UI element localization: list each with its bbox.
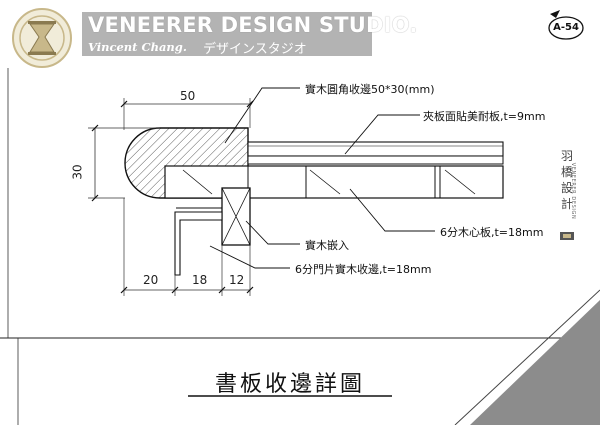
signature-emblem-icon [560,232,574,240]
corner-decoration [470,300,600,425]
studio-japanese-name: デザインスタジオ [203,42,307,57]
veneer-panel [247,141,504,157]
signature-english: VENEERER DESIGN [570,162,576,220]
designer-name: Vincent Chang. [88,40,187,54]
corner-diagonal [454,289,600,425]
drawing-title: 書板收邊詳圖 [214,372,365,397]
callout-door-edge: 6分門片實木收邊,t=18mm [295,263,432,276]
callout-solid-wood-edge: 實木圓角收邊50*30(mm) [305,83,435,96]
callout-solid-wood-inlay: 實木嵌入 [305,239,349,252]
signature-chinese: 羽橋設計 [560,149,573,211]
door-panel-edge [174,211,223,276]
page-number: A-54 [553,22,579,33]
callout-veneer-panel: 夾板面貼美耐板,t=9mm [423,110,546,123]
dimension-height: 30 [70,164,85,180]
page-number-badge [548,10,584,40]
shelf-section-detail [124,127,504,276]
dimension-bottom-1: 20 [143,273,159,287]
dimension-bottom-2: 18 [192,273,208,287]
dimension-bottom-3: 12 [229,273,245,287]
dimension-top-width: 50 [180,89,196,103]
studio-banner [82,12,372,56]
callout-core-board: 6分木心板,t=18mm [440,226,544,239]
core-board [164,165,504,199]
leader-lines [209,87,435,269]
studio-logo-icon [12,8,72,68]
veneer-lower-layer [247,155,504,165]
studio-name: VENEERER DESIGN STUDIO. [88,13,418,37]
dimension-lines [88,98,254,296]
